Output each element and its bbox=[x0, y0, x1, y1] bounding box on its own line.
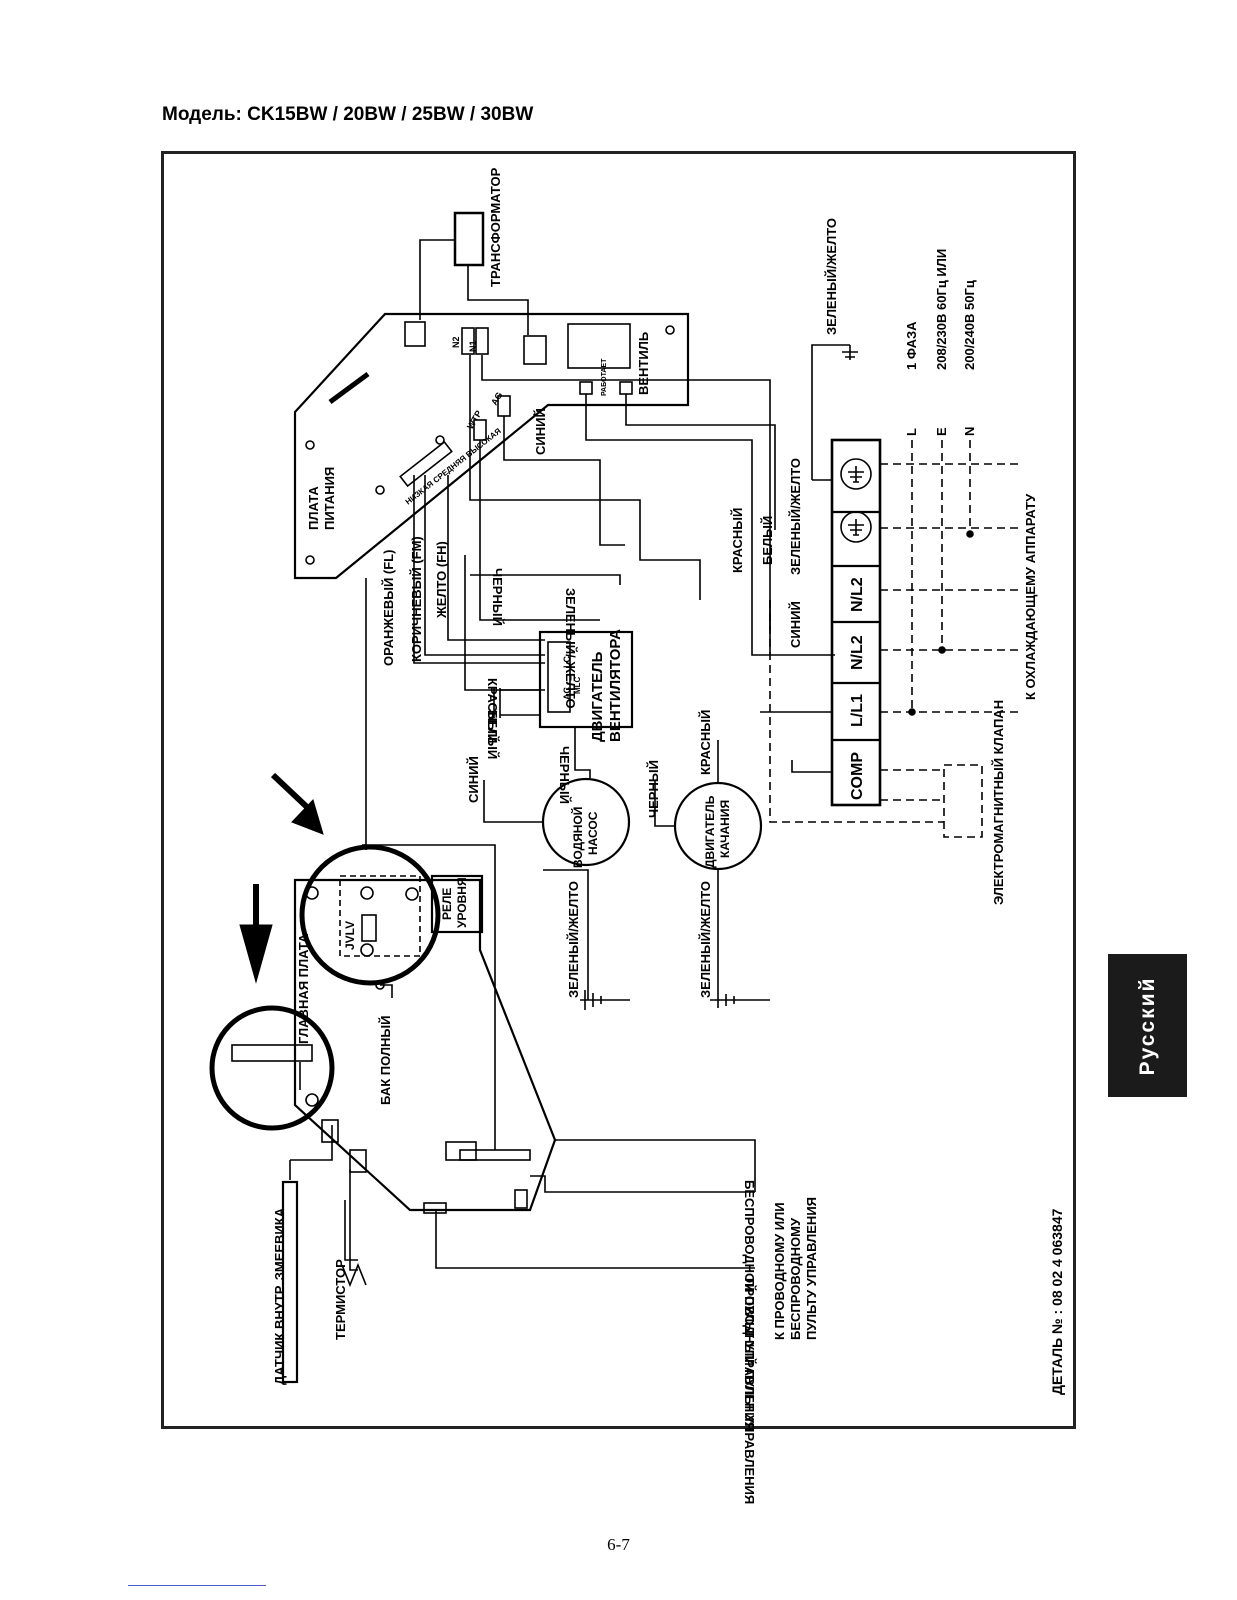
coil-sensor-body bbox=[281, 1180, 299, 1384]
blue-label-3: СИНИЙ bbox=[466, 756, 481, 803]
page-number: 6-7 bbox=[607, 1535, 630, 1554]
n1-label: N1 bbox=[468, 340, 478, 352]
terminal-l1-label: L/L1 bbox=[849, 694, 866, 727]
yellow-fh-label: ЖЕЛТО (FH) bbox=[434, 541, 449, 619]
water-pump-label-1: ВОДЯНОЙ bbox=[570, 807, 585, 868]
works-label: РАБОТАЕТ bbox=[601, 358, 608, 396]
thermistor-connector bbox=[349, 1149, 367, 1173]
black-label-3: ЧЕРНЫЙ bbox=[646, 760, 661, 818]
ac-label: AC bbox=[562, 687, 572, 700]
page-title: Модель: CK15BW / 20BW / 25BW / 30BW bbox=[162, 104, 534, 125]
water-pump-label-2: НАСОС bbox=[586, 811, 600, 855]
speed-label: НИЗКАЯ СРЕДНЯЯ ВЫСОКАЯ bbox=[404, 426, 503, 506]
relay-block bbox=[567, 323, 631, 369]
works-terminal bbox=[579, 381, 593, 395]
wireless-remote-label: БЕСПРОВОДНОЙ ПУЛЬТ УПРАВЛЕНИЯ bbox=[742, 1180, 757, 1431]
valve-label: ВЕНТИЛЬ bbox=[636, 332, 651, 395]
orange-fl-label: ОРАНЖЕВЫЙ (FL) bbox=[381, 550, 396, 666]
ag-label: AG bbox=[489, 390, 504, 407]
wired-remote-label: ПРОВОДНЫЙ ПУЛЬТ УПРАВЛЕНИЯ bbox=[742, 1278, 757, 1504]
level-relay-label-1: РЕЛЕ bbox=[440, 888, 454, 920]
voltage-label-2: 200/240В 50Гц bbox=[962, 280, 977, 370]
diagram-frame bbox=[161, 151, 1076, 1429]
green-yellow-mirror-label: ЗЕЛЕНЫЙ/ ЖЕЛТО bbox=[563, 588, 578, 709]
to-cooling-unit-label: К ОХЛАЖДАЮЩЕМУ АППАРАТУ bbox=[1023, 493, 1038, 700]
arrow-lower-head bbox=[239, 924, 273, 984]
part-number-label: ДЕТАЛЬ № : 08 02 4 063847 bbox=[1049, 1208, 1065, 1395]
footer-link-line bbox=[128, 1585, 266, 1586]
fan-motor-label-2: ВЕНТИЛЯТОРА bbox=[607, 629, 624, 742]
n-label: N bbox=[962, 427, 977, 436]
connector-top bbox=[404, 321, 426, 347]
highlight-circle-upper bbox=[299, 844, 441, 986]
jvlv-area bbox=[339, 875, 421, 957]
power-board-label-2: ПИТАНИЯ bbox=[322, 467, 337, 530]
red-label-2: КРАСНЫЙ bbox=[698, 710, 713, 775]
lc-label: LC bbox=[562, 656, 572, 668]
n2-label: N2 bbox=[451, 336, 461, 348]
heat-sensor-element bbox=[231, 1044, 313, 1062]
language-tab-label: Русский bbox=[1135, 976, 1159, 1075]
coil-sensor-label: ДАТЧИК ВНУТР. ЗМЕЕВИКА bbox=[272, 1207, 287, 1385]
power-board-label-1: ПЛАТА bbox=[306, 486, 321, 530]
mlc-label: MLC bbox=[573, 676, 582, 694]
black-label-2: ЧЕРНЫЙ bbox=[557, 746, 572, 804]
highlight-circle-lower bbox=[209, 1005, 335, 1131]
blue-label-2: СИНИЙ bbox=[788, 601, 803, 648]
green-yellow-label-1: ЗЕЛЕНЫЙ/ЖЕЛТО bbox=[788, 458, 803, 575]
to-remote-label-2: БЕСПРОВОДНОМУ bbox=[788, 1217, 803, 1340]
level-relay-box bbox=[430, 874, 484, 934]
ribbon-connector bbox=[328, 371, 370, 405]
terminal-n2a-label: N/L2 bbox=[849, 635, 866, 670]
solenoid-valve-box bbox=[943, 764, 983, 838]
n1-connector bbox=[475, 327, 489, 355]
phase-label: 1 ФАЗА bbox=[904, 321, 919, 370]
jvlv-label: JVLV bbox=[343, 921, 357, 950]
green-yellow-label-2: ЗЕЛЕНЫЙ/ЖЕЛТО bbox=[566, 881, 581, 998]
to-remote-label-3: ПУЛЬТУ УПРАВЛЕНИЯ bbox=[804, 1197, 819, 1340]
terminal-comp-label: COMP bbox=[849, 752, 866, 800]
valve-terminal bbox=[619, 381, 633, 395]
red-label-1: КРАСНЫЙ bbox=[730, 508, 745, 573]
main-board-outline bbox=[293, 878, 557, 1212]
brown-fm-label: КОРИЧНЕВЫЙ (FM) bbox=[409, 536, 424, 662]
power-board-outline bbox=[293, 312, 690, 580]
coil-sensor-connector bbox=[321, 1119, 339, 1143]
arrow-upper bbox=[270, 772, 311, 811]
transformer-box bbox=[453, 211, 485, 267]
thermistor-label: ТЕРМИСТОР bbox=[333, 1259, 348, 1340]
language-tab: Русский bbox=[1108, 954, 1187, 1097]
blue-label-1: СИНИЙ bbox=[533, 408, 548, 455]
voltage-label-1: 208/230В 60Гц ИЛИ bbox=[934, 249, 949, 370]
tank-full-label: БАК ПОЛНЫЙ bbox=[378, 1016, 393, 1106]
terminal-n2b-label: N/L2 bbox=[849, 577, 866, 612]
level-relay-label-2: УРОВНЯ bbox=[455, 877, 469, 928]
arrow-upper-head bbox=[291, 799, 324, 835]
black-label-1: ЧЕРНЫЙ bbox=[490, 568, 505, 626]
to-remote-label-1: К ПРОВОДНОМУ ИЛИ bbox=[772, 1202, 787, 1340]
fan-motor-label-1: ДВИГАТЕЛЬ bbox=[589, 651, 606, 742]
swing-motor-label-2: КАЧАНИЯ bbox=[718, 800, 732, 858]
speed-connector bbox=[399, 440, 453, 488]
swing-motor-label-1: ДВИГАТЕЛЬ bbox=[703, 795, 717, 868]
solenoid-valve-label: ЭЛЕКТРОМАГНИТНЫЙ КЛАПАН bbox=[991, 700, 1006, 905]
n2-connector bbox=[461, 327, 475, 355]
green-yellow-top-label: ЗЕЛЕНЫЙ/ЖЕЛТО bbox=[824, 218, 839, 335]
green-yellow-label-3: ЗЕЛЕНЫЙ/ЖЕЛТО bbox=[698, 881, 713, 998]
l-label: L bbox=[904, 428, 919, 436]
transformer-label: ТРАНСФОРМАТОР bbox=[488, 167, 503, 287]
fan-motor-box bbox=[538, 630, 634, 729]
e-label: E bbox=[934, 427, 949, 436]
white-mirror-label: БЕЛЫЙ bbox=[485, 710, 500, 759]
red-mirror-label: КРАСНЫЙ bbox=[485, 678, 500, 743]
main-board-label: ГЛАВНАЯ ПЛАТА bbox=[296, 933, 311, 1044]
transformer-connector bbox=[523, 335, 547, 365]
white-label-1: БЕЛЫЙ bbox=[760, 516, 775, 565]
